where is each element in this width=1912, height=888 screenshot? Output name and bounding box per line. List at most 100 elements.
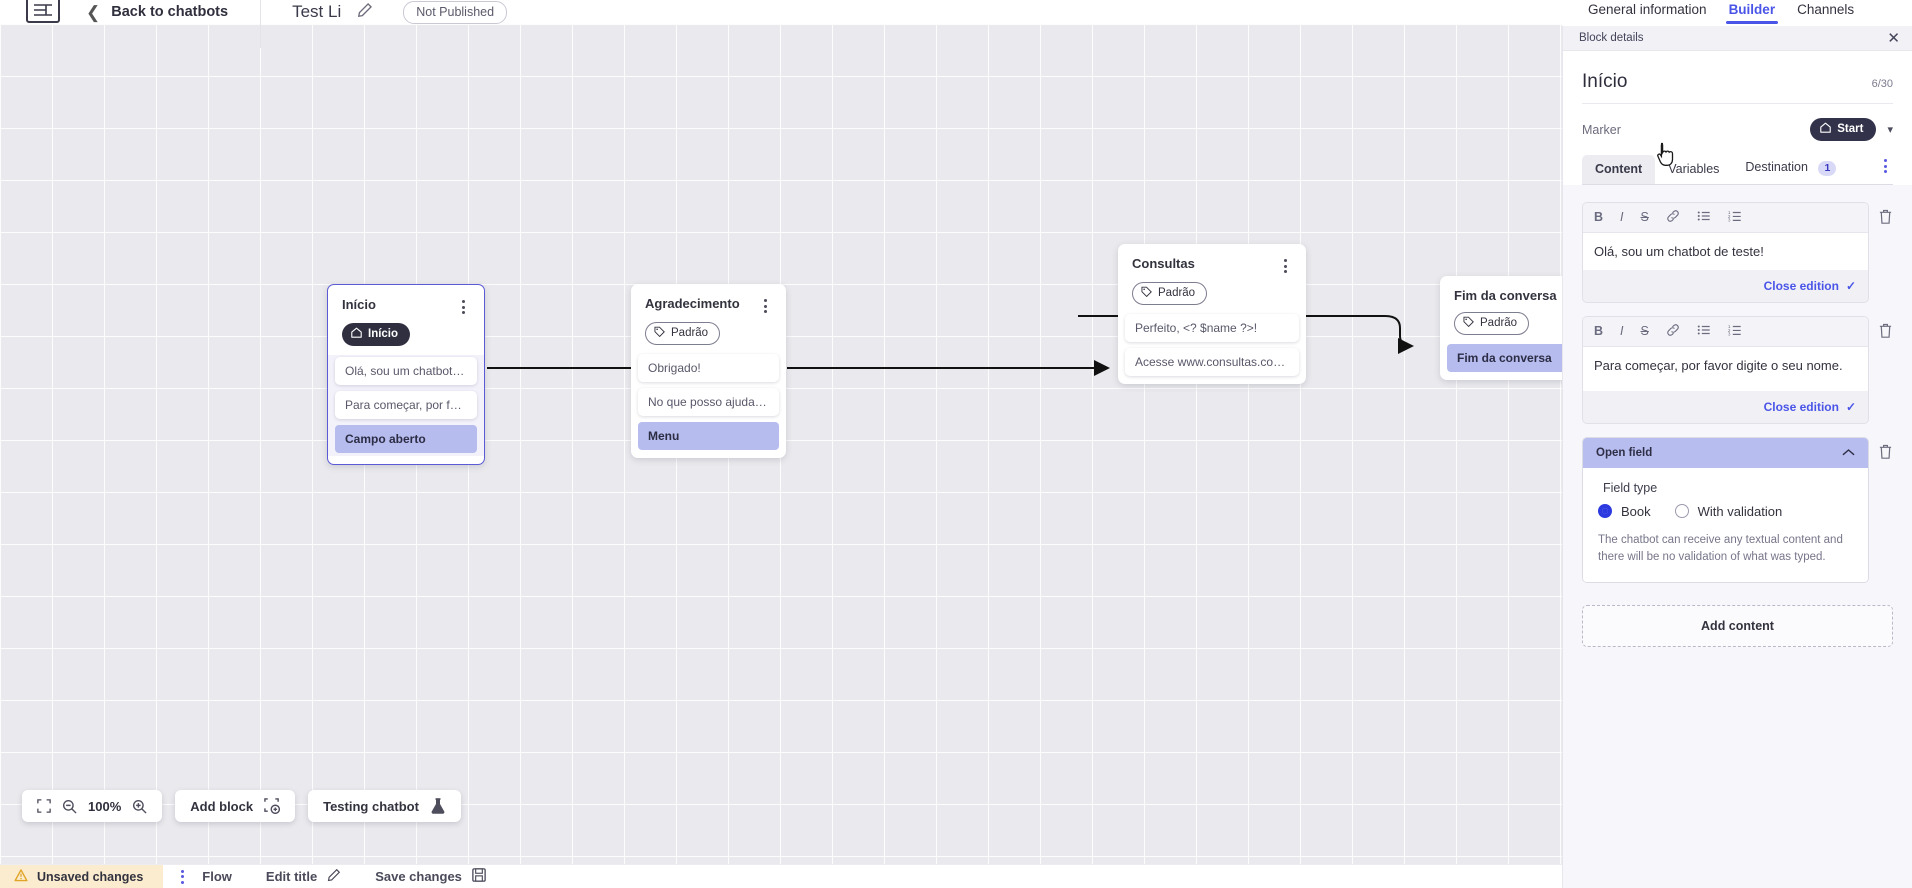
panel-tabs-kebab-icon[interactable] <box>1878 159 1893 184</box>
close-edition-button[interactable]: Close edition ✓ <box>1764 400 1856 414</box>
block-details-panel: Block details ✕ Início 6/30 Marker Start… <box>1562 26 1912 888</box>
bullet-list-icon[interactable] <box>1697 209 1711 226</box>
edit-title-button[interactable]: Edit title <box>266 868 341 885</box>
tab-content-label: Content <box>1595 162 1643 176</box>
statusbar-kebab-icon[interactable] <box>181 869 185 884</box>
node-row[interactable]: Para começar, por favor digite o ... <box>335 391 477 419</box>
flask-icon <box>430 797 446 815</box>
link-icon[interactable] <box>1666 323 1680 340</box>
close-icon[interactable]: ✕ <box>1887 29 1900 47</box>
testing-chatbot-button[interactable]: Testing chatbot <box>308 790 461 822</box>
node-marker-chip-label: Início <box>368 328 399 340</box>
node-title: Início <box>342 297 376 312</box>
flow-canvas[interactable]: Início Início Olá, sou um chatbot de tes… <box>0 24 1562 864</box>
bullet-list-icon[interactable] <box>1697 323 1711 340</box>
tag-icon <box>1463 316 1474 330</box>
unsaved-changes-indicator: Unsaved changes <box>0 864 164 888</box>
editor-text-area[interactable]: Para começar, por favor digite o seu nom… <box>1583 346 1868 391</box>
marker-select-pill[interactable]: Start <box>1810 118 1877 141</box>
bold-icon[interactable]: B <box>1594 210 1604 224</box>
close-edition-button[interactable]: Close edition ✓ <box>1764 279 1856 293</box>
link-icon[interactable] <box>1666 209 1680 226</box>
panel-header: Block details ✕ <box>1563 26 1912 51</box>
node-row[interactable]: Fim da conversa <box>1447 344 1562 372</box>
block-title: Início <box>1582 71 1628 92</box>
svg-text:2: 2 <box>1728 214 1731 219</box>
nav-tab-builder[interactable]: Builder <box>1725 2 1778 25</box>
flow-node-consultas[interactable]: Consultas Padrão Perfeito, <? $name ?>! … <box>1118 244 1306 384</box>
add-content-button[interactable]: Add content <box>1582 605 1893 648</box>
tab-variables[interactable]: Variables <box>1655 155 1732 184</box>
open-field-title: Open field <box>1596 446 1653 459</box>
radio-with-validation[interactable]: With validation <box>1674 504 1782 519</box>
open-field-header[interactable]: Open field <box>1583 437 1868 468</box>
node-marker-chip[interactable]: Padrão <box>645 322 721 345</box>
node-marker-chip[interactable]: Padrão <box>1132 282 1208 305</box>
delete-open-field-icon[interactable] <box>1878 437 1893 465</box>
save-changes-button[interactable]: Save changes <box>375 868 486 885</box>
panel-header-title: Block details <box>1579 32 1644 44</box>
node-menu-kebab-icon[interactable] <box>1278 256 1292 273</box>
back-chevron-icon[interactable]: ❮ <box>86 2 101 22</box>
chevron-up-icon[interactable] <box>1842 444 1855 462</box>
nav-tab-general-information[interactable]: General information <box>1588 1 1707 17</box>
panel-tabs: Content Variables Destination 1 <box>1582 153 1893 184</box>
add-block-button[interactable]: Add block <box>175 790 296 822</box>
zoom-out-icon[interactable] <box>62 799 77 814</box>
marker-row: Marker Start ▾ <box>1582 104 1893 153</box>
flow-node-agradecimento[interactable]: Agradecimento Padrão Obrigado! No que po… <box>631 284 786 458</box>
char-counter: 6/30 <box>1871 78 1893 90</box>
bold-icon[interactable]: B <box>1594 324 1604 338</box>
back-to-chatbots-link[interactable]: Back to chatbots <box>111 4 229 20</box>
open-field-card: Open field Field type Book <box>1582 436 1869 584</box>
pencil-icon <box>327 868 341 885</box>
italic-icon[interactable]: I <box>1620 324 1624 338</box>
radio-book-label: Book <box>1621 503 1651 519</box>
strikethrough-icon[interactable]: S <box>1640 324 1649 338</box>
zoom-in-icon[interactable] <box>132 799 147 814</box>
flow-button[interactable]: Flow <box>202 869 232 884</box>
node-rows: Fim da conversa <box>1440 344 1562 372</box>
italic-icon[interactable]: I <box>1620 210 1624 224</box>
node-row[interactable]: Perfeito, <? $name ?>! <box>1125 314 1299 342</box>
node-row[interactable]: Acesse www.consultas.com par... <box>1125 348 1299 376</box>
chevron-down-icon[interactable]: ▾ <box>1887 124 1893 136</box>
flow-node-inicio[interactable]: Início Início Olá, sou um chatbot de tes… <box>327 284 485 465</box>
delete-content-block-icon[interactable] <box>1878 202 1893 230</box>
strikethrough-icon[interactable]: S <box>1640 210 1649 224</box>
node-badge-area: Padrão <box>631 313 786 345</box>
app-logo-icon[interactable] <box>26 0 60 23</box>
node-row[interactable]: Obrigado! <box>638 354 779 382</box>
pencil-icon[interactable] <box>357 2 373 23</box>
delete-content-block-icon[interactable] <box>1878 316 1893 344</box>
svg-text:1: 1 <box>1728 210 1731 215</box>
edit-title-label: Edit title <box>265 869 318 884</box>
node-row[interactable]: Campo aberto <box>335 425 477 453</box>
node-row[interactable]: No que posso ajudar, <? $name ... <box>638 388 779 416</box>
flow-node-fim-da-conversa[interactable]: Fim da conversa Padrão Fim da conversa <box>1440 276 1562 380</box>
flow-label: Flow <box>202 869 232 884</box>
node-marker-chip[interactable]: Padrão <box>1454 312 1530 335</box>
radio-book[interactable]: Book <box>1598 504 1651 519</box>
tag-icon <box>654 326 665 340</box>
add-block-label: Add block <box>190 798 254 814</box>
destination-count-badge: 1 <box>1818 161 1837 176</box>
node-row[interactable]: Menu <box>638 422 779 450</box>
tab-destination[interactable]: Destination 1 <box>1732 153 1849 184</box>
node-row[interactable]: Olá, sou um chatbot de teste! <box>335 357 477 385</box>
fit-screen-icon[interactable] <box>37 799 51 813</box>
node-menu-kebab-icon[interactable] <box>456 297 470 314</box>
node-menu-kebab-icon[interactable] <box>758 296 772 313</box>
tab-content[interactable]: Content <box>1582 155 1656 184</box>
editor-text-area[interactable]: Olá, sou um chatbot de teste! <box>1583 232 1868 270</box>
field-type-radio-group: Book With validation <box>1598 504 1853 519</box>
node-marker-chip[interactable]: Início <box>342 323 411 346</box>
nav-tab-channels[interactable]: Channels <box>1797 1 1855 17</box>
